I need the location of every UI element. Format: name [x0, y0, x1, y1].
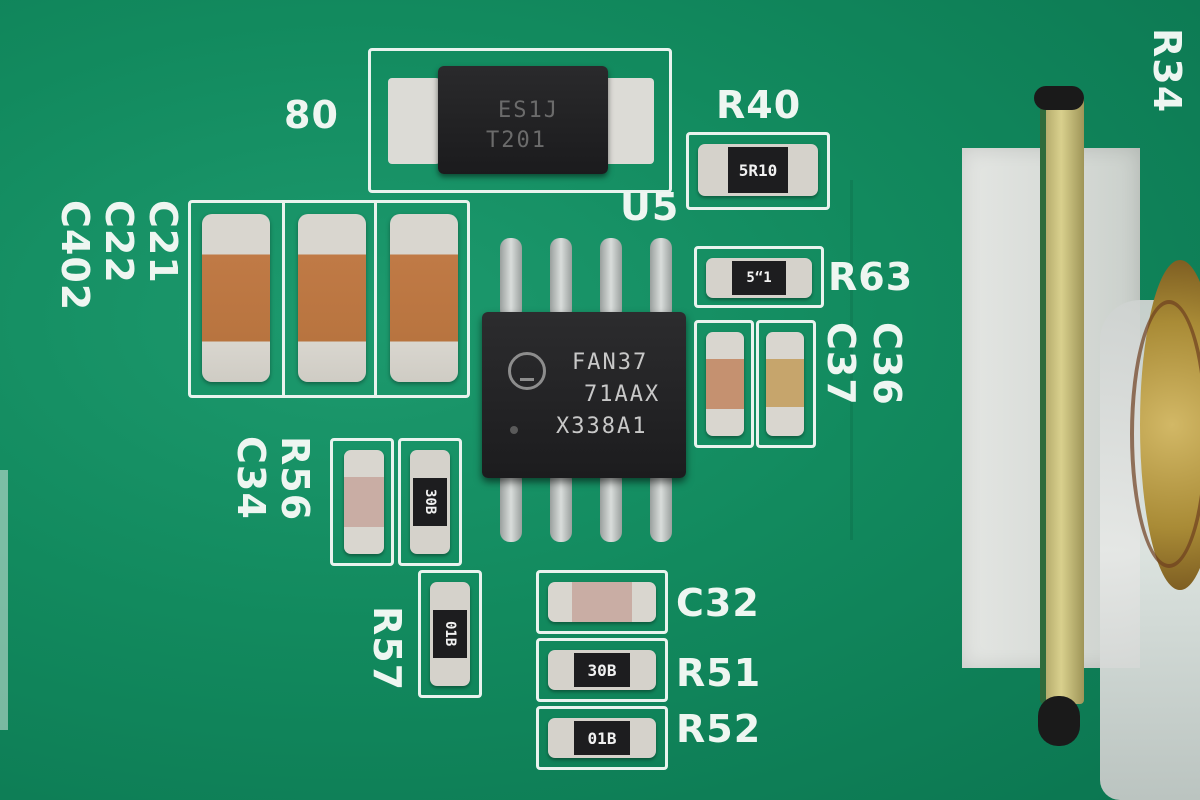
- ic-marking-line1: FAN37: [572, 350, 649, 375]
- resistor-r57: 01B: [430, 582, 470, 686]
- ic-pin-3-bottom: [600, 470, 622, 542]
- c37-outline: [694, 320, 754, 448]
- silk-label-c34: C34: [229, 436, 273, 520]
- ic-body: [482, 312, 686, 478]
- silk-label-c37: C37: [819, 322, 863, 406]
- r57-outline: [418, 570, 482, 698]
- capacitor-c32: [548, 582, 656, 622]
- c34-outline: [330, 438, 394, 566]
- ic-pin-2-bottom: [550, 470, 572, 542]
- ic-marking-line2: 71AAX: [584, 382, 661, 407]
- diode-marking-2: T201: [486, 128, 547, 153]
- silk-label-c21: C21: [141, 200, 185, 284]
- capacitor-c34: [344, 450, 384, 554]
- silk-label-r51: R51: [676, 651, 762, 695]
- c36-outline: [756, 320, 816, 448]
- resistor-r51: 30B: [548, 650, 656, 690]
- ceramic-caps-outline: [188, 200, 470, 398]
- ic-pin-4-top: [650, 238, 672, 320]
- ic-pin1-dot: [510, 426, 518, 434]
- silk-label-r56: R56: [273, 436, 317, 522]
- silk-label-c22: C22: [97, 200, 141, 284]
- diode-pad-left: [388, 78, 440, 164]
- r40-outline: [686, 132, 830, 210]
- ic-pin-1-bottom: [500, 470, 522, 542]
- silk-label-80: 80: [284, 93, 339, 137]
- heatsink-slot-top: [1034, 86, 1084, 110]
- silk-label-c36: C36: [865, 322, 909, 406]
- silk-label-c32: C32: [676, 581, 760, 625]
- board-trace-edge: [810, 180, 853, 540]
- left-edge-strip: [0, 470, 8, 730]
- silk-label-r52: R52: [676, 707, 762, 751]
- silk-label-u5: U5: [620, 185, 680, 229]
- ic-marking-line3: X338A1: [556, 414, 648, 439]
- capacitor-c22: [298, 214, 366, 382]
- silk-label-r34: R34: [1145, 28, 1189, 114]
- resistor-r40-body: 5R10: [728, 147, 788, 193]
- ic-pin-3-top: [600, 238, 622, 320]
- resistor-r40: 5R10: [698, 144, 818, 196]
- capacitor-c37: [706, 332, 744, 436]
- resistor-r57-body: 01B: [433, 610, 467, 658]
- cap-divider-1: [282, 200, 285, 398]
- heatsink-bar: [1040, 96, 1084, 704]
- c32-outline: [536, 570, 668, 634]
- r63-outline: [694, 246, 824, 308]
- resistor-r52: 01B: [548, 718, 656, 758]
- ic-pin-2-top: [550, 238, 572, 320]
- silk-label-c402: C402: [53, 200, 97, 312]
- capacitor-c36: [766, 332, 804, 436]
- capacitor-c402: [390, 214, 458, 382]
- silk-label-r40: R40: [716, 83, 802, 127]
- resistor-r51-body: 30B: [574, 653, 630, 687]
- logo-inner: [520, 364, 534, 381]
- resistor-r52-body: 01B: [574, 721, 630, 755]
- resistor-r56-body: 30B: [413, 478, 447, 526]
- resistor-r56: 30B: [410, 450, 450, 554]
- onsemi-logo-icon: [508, 352, 546, 390]
- diode-marking-1: ES1J: [498, 98, 559, 123]
- silk-label-r63: R63: [828, 255, 914, 299]
- diode-body: [438, 66, 608, 174]
- diode-silkscreen-outline: [368, 48, 672, 193]
- capacitor-c21: [202, 214, 270, 382]
- r52-outline: [536, 706, 668, 770]
- ic-pin-1-top: [500, 238, 522, 320]
- diode-pad-right: [604, 78, 654, 164]
- cap-divider-2: [374, 200, 377, 398]
- silk-label-r57: R57: [365, 606, 409, 692]
- copper-ring: [1130, 300, 1200, 568]
- ic-pin-4-bottom: [650, 470, 672, 542]
- resistor-r63-body: 5“1: [732, 261, 786, 295]
- resistor-r63: 5“1: [706, 258, 812, 298]
- heatsink-slot-bottom: [1038, 696, 1080, 746]
- r56-outline: [398, 438, 462, 566]
- r51-outline: [536, 638, 668, 702]
